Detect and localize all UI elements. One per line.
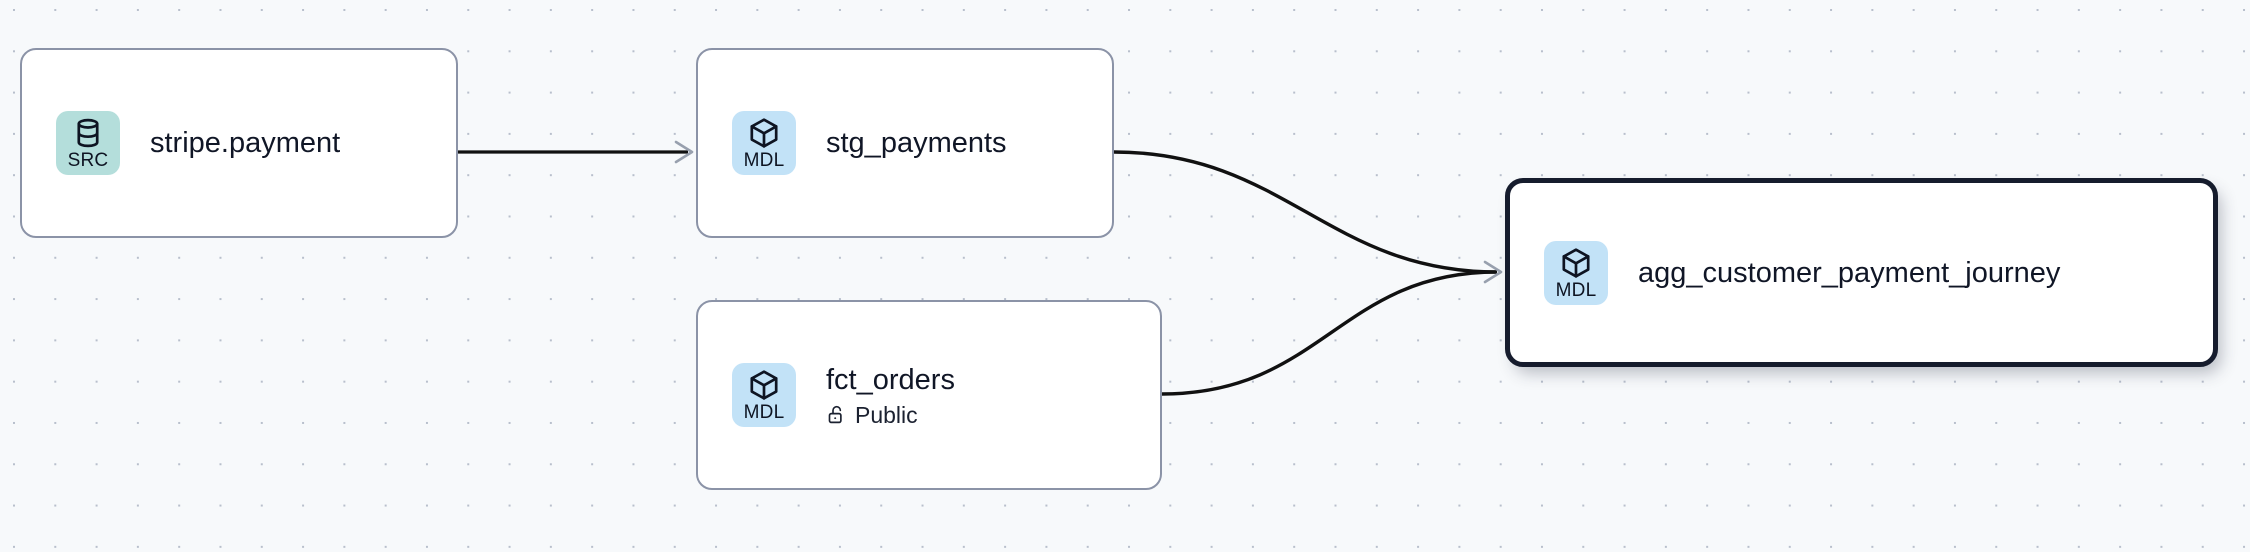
node-text-block: fct_orders Public bbox=[826, 363, 955, 428]
model-badge: MDL bbox=[732, 363, 796, 427]
node-title: stripe.payment bbox=[150, 127, 341, 159]
cube-icon bbox=[750, 118, 778, 148]
node-text-block: stg_payments bbox=[826, 126, 1007, 160]
model-badge: MDL bbox=[1544, 240, 1608, 305]
model-badge-label: MDL bbox=[743, 150, 785, 171]
node-title: stg_payments bbox=[826, 127, 1007, 159]
node-text-block: stripe.payment bbox=[150, 126, 340, 160]
node-visibility-label: Public bbox=[855, 401, 918, 428]
model-badge: MDL bbox=[732, 111, 796, 175]
cube-icon bbox=[750, 370, 778, 400]
node-title: fct_orders bbox=[826, 363, 955, 396]
edge-stg-payments-to-agg[interactable] bbox=[1113, 150, 1498, 274]
database-icon bbox=[77, 118, 99, 148]
node-title: agg_customer_payment_journey bbox=[1638, 256, 2061, 289]
source-badge-label: SRC bbox=[67, 150, 109, 171]
edge-fct-orders-to-agg[interactable] bbox=[1161, 260, 1503, 396]
cube-icon bbox=[1562, 247, 1590, 278]
unlock-icon bbox=[828, 405, 842, 424]
model-badge-label: MDL bbox=[743, 402, 785, 423]
node-stripe-payment[interactable]: SRC stripe.payment bbox=[20, 48, 458, 238]
node-visibility: Public bbox=[826, 402, 955, 428]
node-text-block: agg_customer_payment_journey bbox=[1638, 256, 2060, 290]
node-agg-customer-payment-journey[interactable]: MDL agg_customer_payment_journey bbox=[1505, 178, 2218, 367]
edge-stripe-payment-to-stg-payments[interactable] bbox=[458, 140, 694, 164]
model-badge-label: MDL bbox=[1555, 279, 1597, 301]
node-fct-orders[interactable]: MDL fct_orders Public bbox=[696, 300, 1162, 490]
node-stg-payments[interactable]: MDL stg_payments bbox=[696, 48, 1114, 238]
source-badge: SRC bbox=[56, 111, 120, 175]
